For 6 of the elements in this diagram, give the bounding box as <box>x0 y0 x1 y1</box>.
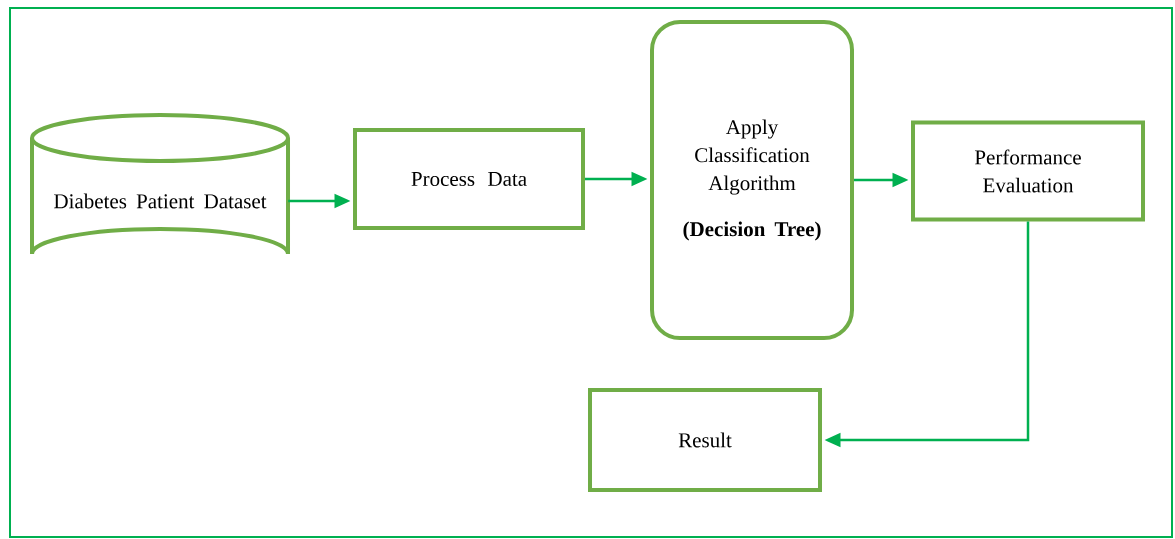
process-box: Result <box>588 388 822 492</box>
rounded-box: Apply Classification Algorithm (Decision Tree) <box>650 20 854 340</box>
process-box: Process Data <box>353 128 585 230</box>
database-cylinder: Diabetes Patient Dataset <box>30 113 290 256</box>
node-label: Diabetes Patient Dataset <box>54 193 267 209</box>
process-box: Performance Evaluation <box>911 120 1145 222</box>
